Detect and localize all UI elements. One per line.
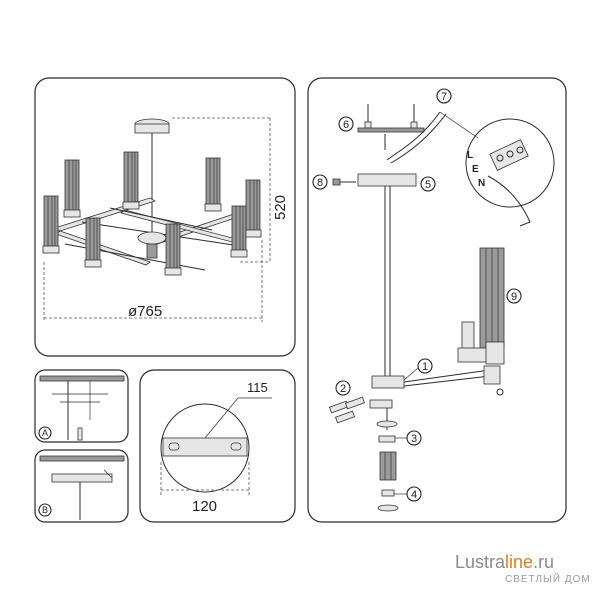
callout-2: 2 xyxy=(335,380,351,396)
brand-accent: line xyxy=(505,552,533,572)
wire-letter-n: N xyxy=(478,178,485,189)
svg-text:Lustraline.ru: Lustraline.ru xyxy=(455,552,554,572)
callout-7: 7 xyxy=(436,88,452,104)
terminal-zoom: L E N xyxy=(439,111,555,227)
svg-text:6: 6 xyxy=(343,119,349,131)
variant-label-b: B xyxy=(42,505,48,515)
svg-text:1: 1 xyxy=(422,361,428,373)
plate-diameter-label: 120 xyxy=(192,498,217,515)
height-dimension: 520 xyxy=(172,117,289,263)
panel-variant-b: B xyxy=(34,449,129,523)
callout-9: 9 xyxy=(506,288,522,304)
wire-letter-l: L xyxy=(467,150,473,161)
brand-tld: .ru xyxy=(533,552,554,572)
panel-mounting-plate: 115 120 xyxy=(139,369,296,523)
panel-variant-a: A xyxy=(34,369,129,443)
brand-main: Lustra xyxy=(455,552,506,572)
lamp-shades xyxy=(42,151,262,276)
width-dimension: ø765 xyxy=(43,240,263,322)
svg-text:2: 2 xyxy=(340,383,346,395)
svg-text:3: 3 xyxy=(411,433,417,445)
callout-8: 8 xyxy=(312,174,328,190)
brand-tagline: СВЕТЛЫЙ ДОМ xyxy=(505,572,591,585)
callout-6: 6 xyxy=(338,116,354,132)
callout-1: 1 xyxy=(403,358,433,381)
panel-assembly: L E N xyxy=(307,77,567,523)
svg-text:5: 5 xyxy=(425,179,431,191)
wire-letter-e: E xyxy=(472,164,479,175)
svg-text:7: 7 xyxy=(441,91,447,103)
ceiling-screws xyxy=(357,104,425,150)
svg-text:8: 8 xyxy=(317,177,323,189)
watermark-logo: Lustraline.ru СВЕТЛЫЙ ДОМ xyxy=(455,552,591,585)
callout-3: 3 xyxy=(395,430,422,446)
plate-length-label: 115 xyxy=(247,380,268,395)
diameter-label: ø765 xyxy=(128,303,162,320)
callout-5: 5 xyxy=(420,176,436,192)
variant-label-a: A xyxy=(42,428,48,438)
panel-overall-dimensions: 520 ø765 xyxy=(34,77,296,357)
callout-4: 4 xyxy=(394,486,422,502)
small-hardware xyxy=(329,396,399,512)
svg-text:9: 9 xyxy=(511,291,517,303)
svg-text:4: 4 xyxy=(411,489,417,501)
lamp-shade-large xyxy=(457,247,505,396)
height-label: 520 xyxy=(272,195,289,220)
